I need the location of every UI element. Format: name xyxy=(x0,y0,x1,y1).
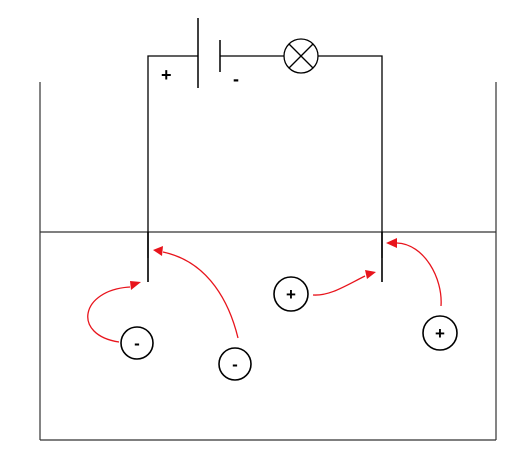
ion-charge-label: - xyxy=(134,334,140,353)
battery: + - xyxy=(161,18,239,89)
ion-charge-label: - xyxy=(232,355,238,374)
ion-anion: - xyxy=(120,326,154,360)
ion-cation: + xyxy=(273,276,309,312)
circuit-wires xyxy=(147,55,383,258)
arrow-anion-1 xyxy=(87,286,131,343)
lamp-icon xyxy=(283,38,319,74)
ion-migration-arrows xyxy=(87,238,442,343)
wire-left xyxy=(147,55,198,258)
arrow-anion-2 xyxy=(162,251,239,339)
arrow-cation-2 xyxy=(396,242,442,307)
arrow-anion-1-head xyxy=(130,281,141,290)
ion-cation: + xyxy=(422,315,458,351)
vessel xyxy=(39,82,497,441)
arrow-cation-2-head xyxy=(386,238,397,248)
wire-right xyxy=(318,55,383,258)
battery-positive-label: + xyxy=(161,65,172,85)
ion-charge-label: + xyxy=(435,324,445,343)
arrow-cation-1-head xyxy=(365,270,376,279)
battery-negative-label: - xyxy=(233,69,239,89)
arrow-cation-1 xyxy=(312,275,366,296)
ion-charge-label: + xyxy=(286,285,296,304)
arrow-anion-2-head xyxy=(153,246,163,256)
ion-anion: - xyxy=(218,347,252,381)
